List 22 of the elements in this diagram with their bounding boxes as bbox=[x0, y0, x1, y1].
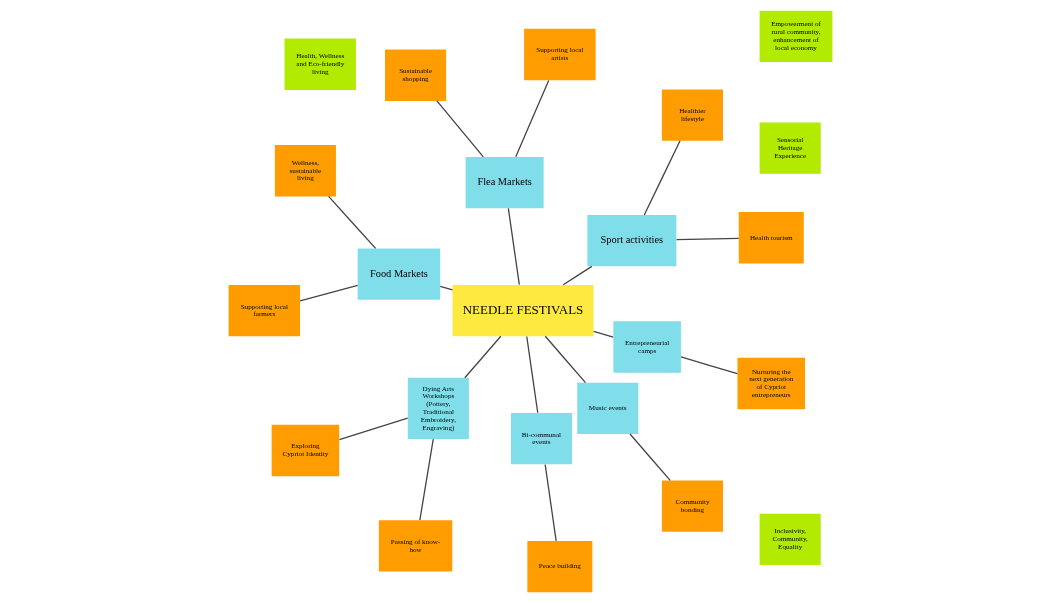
connector bbox=[338, 417, 409, 441]
connector bbox=[592, 330, 614, 338]
connector bbox=[419, 438, 434, 521]
connector bbox=[464, 335, 502, 379]
node-box: NEEDLE FESTIVALS bbox=[452, 284, 594, 337]
connector bbox=[675, 237, 740, 241]
node-box: Flea Markets bbox=[465, 156, 544, 209]
connector bbox=[629, 433, 671, 482]
connector bbox=[515, 79, 550, 158]
node-box: Sport activities bbox=[587, 215, 677, 267]
connector bbox=[439, 285, 454, 291]
connector bbox=[436, 100, 484, 158]
connector bbox=[507, 207, 520, 286]
connector bbox=[328, 195, 377, 249]
connector bbox=[544, 463, 557, 542]
connector bbox=[643, 140, 681, 216]
node-box: Food Markets bbox=[357, 248, 441, 300]
connector bbox=[526, 335, 539, 414]
connector bbox=[562, 265, 593, 286]
connector bbox=[680, 356, 739, 375]
connector bbox=[299, 284, 359, 302]
connector bbox=[544, 335, 587, 384]
